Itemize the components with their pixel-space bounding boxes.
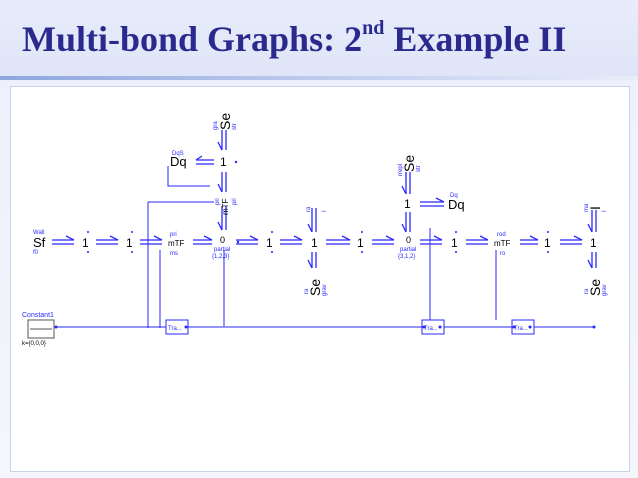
junction-1-d[interactable]: 1 xyxy=(311,236,318,250)
lower-mid-bonds xyxy=(311,208,317,268)
upper-mid-bonds xyxy=(405,172,444,232)
lower-right-group: Se ra grav xyxy=(584,279,608,296)
upper-mid-side: ra I xyxy=(306,206,328,212)
tra-label-2: Tra... xyxy=(424,326,438,332)
constant-label: Constant1 xyxy=(22,312,54,319)
junction-1-a[interactable]: 1 xyxy=(82,236,89,250)
sf-tag-top: Wall xyxy=(33,230,44,236)
zero-left-sub: {1,2,3} xyxy=(212,254,229,260)
upper-side-tag2: I xyxy=(322,210,328,212)
mtf-upper-left-tag1: pri xyxy=(215,198,221,205)
dq-upper-mid-tag: Dq xyxy=(450,193,458,199)
diagram-canvas xyxy=(10,86,630,472)
bond-harpoons xyxy=(65,141,593,269)
junction-1-g[interactable]: 1 xyxy=(544,236,551,250)
title-underline xyxy=(0,76,638,80)
mtf-right-tag-bottom: ro xyxy=(500,251,506,257)
upper-mid-nodes: Se rrepl str 1 Dq Dq xyxy=(398,155,465,212)
constant-param: k={0,0,0} xyxy=(22,341,46,347)
signal-lines xyxy=(56,166,594,328)
tra-block-3[interactable] xyxy=(511,319,535,335)
upper-left-nodes: Se gra str 1 Dq DqS mTF pri pri xyxy=(170,113,238,215)
zero-right-tag: partial xyxy=(400,247,416,253)
mtf-left-node[interactable]: mTF xyxy=(168,239,185,248)
se-lower-mid-tag2: grav xyxy=(322,284,328,296)
title-main: Multi-bond Graphs: 2 xyxy=(22,19,363,59)
dq-upper-left[interactable]: Dq xyxy=(170,154,187,169)
se-upper-mid-tag2: str xyxy=(416,165,422,172)
junction-1-e[interactable]: 1 xyxy=(357,236,364,250)
sf-tag-bottom: f0 xyxy=(33,250,39,256)
title-tail: Example II xyxy=(384,19,567,59)
main-row-nodes: Sf Wall f0 1 1 mTF pri ms 0 partial {1,2… xyxy=(33,230,597,260)
se-upper-left[interactable]: Se xyxy=(217,113,233,130)
se-lower-mid-tag1: ra xyxy=(304,288,310,294)
se-upper-left-tag2: str xyxy=(232,123,238,130)
main-row-bonds xyxy=(52,239,582,245)
mtf-right-tag-top: rod xyxy=(497,232,506,238)
mtf-upper-left[interactable]: mTF xyxy=(221,198,230,215)
se-upper-mid-tag1: rrepl xyxy=(398,164,404,176)
junction-1-f[interactable]: 1 xyxy=(451,236,458,250)
upper-side-tag1: ra xyxy=(306,206,312,212)
se-lower-right[interactable]: Se xyxy=(587,279,603,296)
dq-upper-left-tag: DqS xyxy=(172,151,184,157)
connector-dots xyxy=(54,160,596,329)
dq-upper-mid[interactable]: Dq xyxy=(448,197,465,212)
title-band xyxy=(0,0,638,78)
upper-left-bonds xyxy=(196,130,227,230)
zero-right-sub: {3,1,2} xyxy=(398,254,415,260)
slide-title: Multi-bond Graphs: 2nd Example II xyxy=(22,17,567,60)
mtf-left-tag-top: pri xyxy=(170,232,177,238)
junction-upper-left[interactable]: 1 xyxy=(220,155,227,169)
tra-block-1[interactable] xyxy=(165,319,189,335)
right-column-bonds xyxy=(591,210,597,268)
tra-label-1: Tra... xyxy=(168,326,182,332)
zero-junction-right[interactable]: 0 xyxy=(406,235,411,245)
se-lower-right-tag2: grav xyxy=(602,284,608,296)
zero-junction-left[interactable]: 0 xyxy=(220,235,225,245)
se-upper-left-tag1: gra xyxy=(213,121,219,130)
junction-1-c[interactable]: 1 xyxy=(266,236,273,250)
sf-node[interactable]: Sf xyxy=(33,235,46,250)
i-element[interactable]: I xyxy=(587,206,603,210)
transform-blocks: Tra... Tra... Tra... xyxy=(165,319,535,335)
se-lower-mid[interactable]: Se xyxy=(307,279,323,296)
se-upper-mid[interactable]: Se xyxy=(401,155,417,172)
mtf-right-node[interactable]: mTF xyxy=(494,239,511,248)
mtf-upper-left-tag2: pri xyxy=(232,198,238,205)
junction-1-b[interactable]: 1 xyxy=(126,236,133,250)
junction-1-h[interactable]: 1 xyxy=(590,236,597,250)
bond-lines xyxy=(52,130,597,268)
junction-upper-mid[interactable]: 1 xyxy=(404,197,411,211)
tra-label-3: Tra... xyxy=(514,326,528,332)
mtf-left-tag-bottom: ms xyxy=(170,251,178,257)
zero-left-tag: partial xyxy=(214,247,230,253)
i-element-tag1: ma xyxy=(584,203,590,212)
tra-block-2[interactable] xyxy=(421,319,445,335)
constant-block[interactable]: Constant1 k={0,0,0} xyxy=(22,312,55,347)
i-element-tag2: I xyxy=(602,210,608,212)
i-element-group: I ma I xyxy=(584,203,608,212)
title-superscript: nd xyxy=(362,17,385,39)
lower-mid-group: Se ra grav xyxy=(304,279,328,296)
se-lower-right-tag1: ra xyxy=(584,288,590,294)
